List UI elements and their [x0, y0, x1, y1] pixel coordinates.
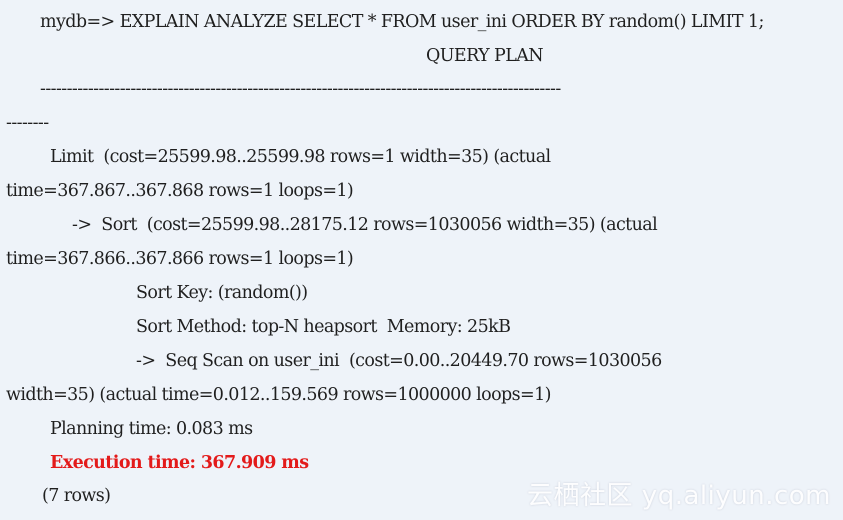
watermark: 云栖社区 yq.aliyun.com — [527, 481, 831, 511]
sql-command: mydb=> EXPLAIN ANALYZE SELECT * FROM use… — [40, 12, 764, 32]
limit-node-cont: time=367.867..367.868 rows=1 loops=1) — [6, 181, 354, 201]
execution-time: Execution time: 367.909 ms — [50, 453, 309, 473]
sort-node-cont: time=367.866..367.866 rows=1 loops=1) — [6, 249, 354, 269]
seq-scan-node-cont: width=35) (actual time=0.012..159.569 ro… — [6, 385, 551, 405]
row-count: (7 rows) — [42, 486, 111, 506]
seq-scan-node: -> Seq Scan on user_ini (cost=0.00..2044… — [136, 351, 662, 371]
planning-time: Planning time: 0.083 ms — [50, 419, 253, 439]
separator-line-wrap: -------- — [6, 113, 49, 133]
sort-method: Sort Method: top-N heapsort Memory: 25kB — [136, 317, 511, 337]
sort-key: Sort Key: (random()) — [136, 283, 308, 303]
separator-line: ----------------------------------------… — [40, 79, 561, 99]
limit-node: Limit (cost=25599.98..25599.98 rows=1 wi… — [50, 147, 551, 167]
query-plan-header: QUERY PLAN — [426, 46, 544, 66]
sort-node: -> Sort (cost=25599.98..28175.12 rows=10… — [72, 215, 658, 235]
